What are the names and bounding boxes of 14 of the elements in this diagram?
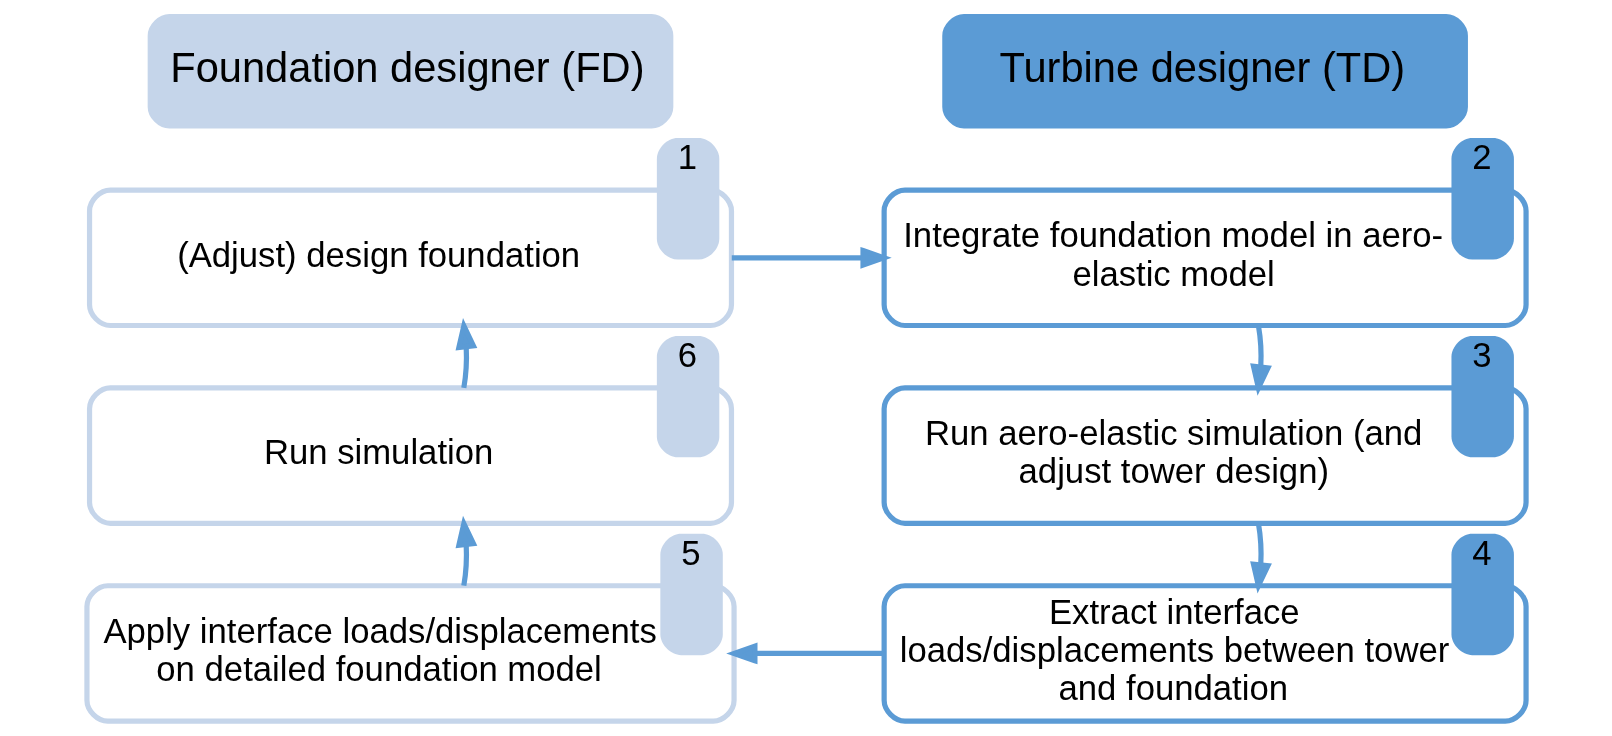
node-label: 3 [1471, 336, 1492, 375]
node-label: 5 [680, 533, 700, 572]
node-label: 2 [1471, 138, 1492, 177]
node-box: Foundation designer (FD) [147, 14, 673, 129]
arrow [455, 515, 477, 587]
node-box: Turbine designer (TD) [941, 14, 1468, 129]
arrow [1249, 523, 1272, 594]
arrow [455, 318, 477, 389]
arrow [731, 246, 892, 269]
arrow [1249, 325, 1272, 396]
arrow [725, 642, 884, 665]
node-label: 1 [677, 138, 697, 177]
node-label: 4 [1471, 533, 1492, 572]
node-label: 6 [677, 336, 697, 375]
